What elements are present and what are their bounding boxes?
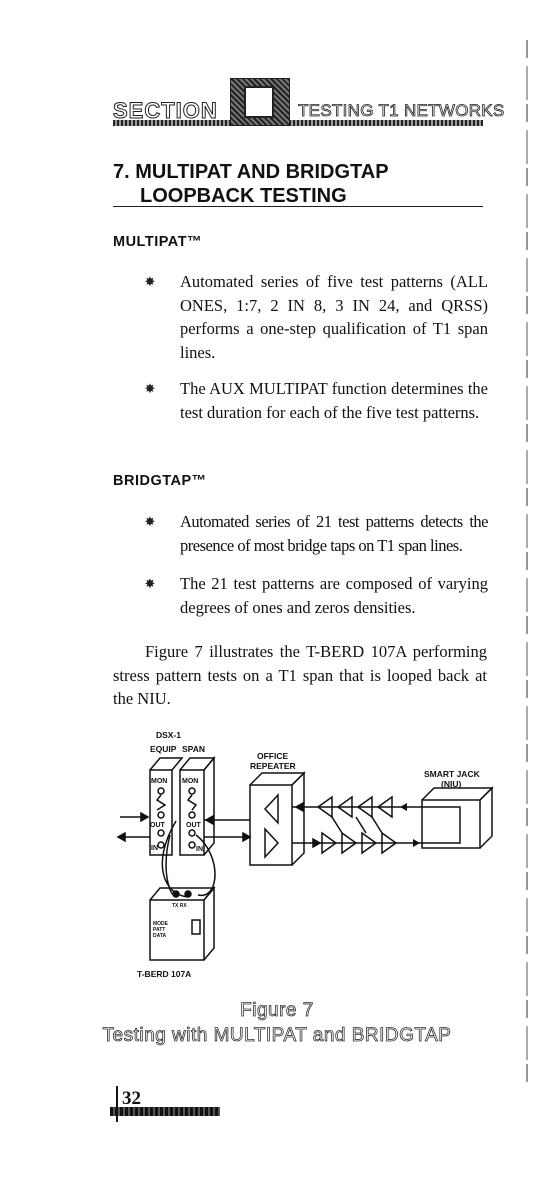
figure-caption: Testing with MULTIPAT and BRIDGTAP: [102, 1025, 452, 1047]
equip-label: EQUIP: [150, 744, 177, 754]
bullet-icon: ✸: [144, 576, 156, 591]
multipat-title: MULTIPAT™: [113, 234, 203, 250]
heading-line-2: LOOPBACK TESTING: [140, 185, 347, 207]
page-marker: [116, 1086, 118, 1122]
multipat-bullet-1: Automated series of five test patterns (…: [180, 272, 488, 362]
data-label: DATA: [153, 933, 167, 939]
heading-line-1: MULTIPAT AND BRIDGTAP: [135, 161, 389, 183]
bullet-icon: ✸: [144, 381, 156, 396]
figure-number: Figure 7: [240, 1000, 314, 1022]
niu-label: (NIU): [441, 779, 461, 789]
header-bar: [113, 120, 483, 126]
multipat-bullet-2: The AUX MULTIPAT function determines the…: [180, 379, 488, 422]
smart-jack-label: SMART JACK: [424, 769, 481, 779]
figure-description: Figure 7 illustrates the T-BERD 107A per…: [113, 642, 487, 708]
line-repeaters: [316, 795, 420, 855]
bullet-icon: ✸: [144, 514, 156, 529]
dsx-label: DSX-1: [156, 730, 181, 740]
out-label-equip: OUT: [150, 822, 166, 829]
page-heading: 7. MULTIPAT AND BRIDGTAP LOOPBACK TESTIN…: [113, 160, 389, 208]
mon-label-equip: MON: [151, 778, 167, 785]
heading-rule: [113, 206, 483, 207]
bridgtap-title: BRIDGTAP™: [113, 473, 207, 489]
tberd-unit: [149, 885, 216, 961]
out-label-span: OUT: [186, 822, 202, 829]
cube-icon: [244, 86, 274, 118]
figure-diagram: DSX-1 EQUIP SPAN OFFICE REPEATER SMART J…: [116, 730, 494, 979]
in-label-span: IN: [196, 846, 203, 853]
footer-bar: [110, 1107, 220, 1116]
office-repeater: [249, 771, 306, 866]
bridgtap-bullet-1: Automated series of 21 test patterns det…: [180, 512, 489, 555]
mon-label-span: MON: [182, 778, 198, 785]
in-label-equip: IN: [151, 845, 158, 852]
mode-label: MODE: [153, 921, 169, 927]
bullet-icon: ✸: [144, 274, 156, 289]
patt-label: PATT: [153, 927, 165, 933]
page-number: 32: [122, 1088, 141, 1109]
bridgtap-bullet-2: The 21 test patterns are composed of var…: [180, 574, 488, 617]
section-label: SECTION: [113, 98, 218, 124]
tx-rx-label: TX RX: [172, 903, 187, 909]
repeater-label: REPEATER: [250, 761, 296, 771]
span-label: SPAN: [182, 744, 205, 754]
office-label: OFFICE: [257, 751, 288, 761]
heading-number: 7.: [113, 161, 130, 183]
dsx-equip-panel: [149, 769, 173, 856]
smart-jack: [420, 786, 494, 849]
scan-edge-artifact: [526, 40, 528, 1090]
section-title: TESTING T1 NETWORKS: [298, 101, 505, 121]
tberd-label: T-BERD 107A: [137, 969, 191, 979]
